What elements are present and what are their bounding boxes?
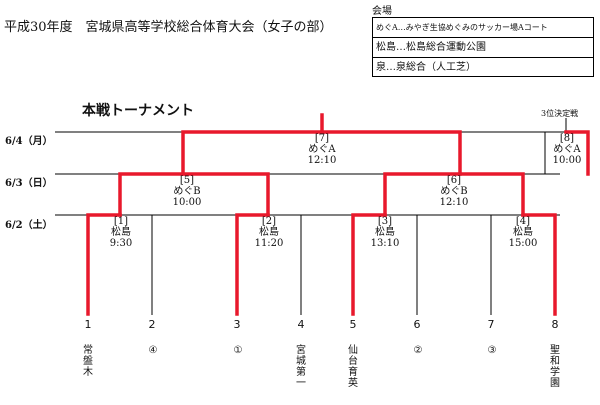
team-name: 宮城第一 <box>296 345 306 389</box>
match-number: [1] <box>113 216 129 227</box>
seed-number: 3 <box>233 318 241 331</box>
team-name: 常盤木 <box>83 345 93 378</box>
winner-path <box>235 213 270 316</box>
winner-path <box>351 213 387 316</box>
section-title: 本戦トーナメント <box>82 103 194 119</box>
date-label: 6/3（日） <box>5 178 53 189</box>
match-label-1: [1] 松島 9:30 <box>98 216 144 249</box>
match-time: 9:30 <box>109 238 133 249</box>
match-label-6: [6] めぐB 12:10 <box>431 175 477 208</box>
seed-number: 2 <box>148 318 156 331</box>
legend-venue: 松島…松島総合運動公園 <box>373 38 593 58</box>
team-name: ③ <box>487 345 497 356</box>
match-time: 10:00 <box>172 197 202 208</box>
seed-number: 4 <box>297 318 305 331</box>
match-label-4: [4] 松島 15:00 <box>500 216 546 249</box>
match-number: [8] <box>559 133 575 144</box>
match-label-8: [8] めぐA 10:00 <box>547 133 587 166</box>
match-number: [4] <box>515 216 531 227</box>
team-name: 仙台育英 <box>348 345 358 389</box>
match-label-2: [2] 松島 11:20 <box>246 216 292 249</box>
winner-path <box>521 213 557 316</box>
match-time: 15:00 <box>508 238 538 249</box>
legend-venue: めぐA…みやぎ生協めぐみのサッカー場Aコート <box>373 18 593 38</box>
team-name: ① <box>233 345 243 356</box>
seed-number: 1 <box>84 318 92 331</box>
match-number: [6] <box>446 175 462 186</box>
match-venue: 松島 <box>375 227 395 238</box>
seed-number: 5 <box>349 318 357 331</box>
winner-path <box>564 130 590 176</box>
third-place-label: 3位決定戦 <box>541 109 579 118</box>
team-name: 聖和学園 <box>550 345 560 389</box>
seed-number: 7 <box>487 318 495 331</box>
match-number: [2] <box>261 216 277 227</box>
legend-venue: 泉…泉総合（人工芝） <box>376 62 476 73</box>
match-venue: めぐA <box>308 144 336 155</box>
match-label-5: [5] めぐB 10:00 <box>164 175 210 208</box>
match-time: 12:10 <box>439 197 469 208</box>
match-venue: 松島 <box>259 227 279 238</box>
match-time: 12:10 <box>307 155 337 166</box>
match-number: [5] <box>179 175 195 186</box>
seed-number: 8 <box>551 318 559 331</box>
team-name: ② <box>413 345 423 356</box>
match-time: 10:00 <box>552 155 582 166</box>
match-time: 13:10 <box>370 238 400 249</box>
match-label-3: [3] 松島 13:10 <box>362 216 408 249</box>
match-number: [7] <box>314 133 330 144</box>
match-venue: めぐA <box>553 144 581 155</box>
team-name: ④ <box>148 345 158 356</box>
date-label: 6/4（月） <box>5 136 53 147</box>
match-venue: めぐB <box>173 186 201 197</box>
match-venue: 松島 <box>111 227 131 238</box>
match-label-7: [7] めぐA 12:10 <box>299 133 345 166</box>
match-time: 11:20 <box>254 238 284 249</box>
venue-legend: めぐA…みやぎ生協めぐみのサッカー場Aコート 松島…松島総合運動公園 泉…泉総合… <box>372 17 594 77</box>
date-label: 6/2（土） <box>5 220 53 231</box>
winner-path <box>383 172 525 217</box>
match-number: [3] <box>377 216 393 227</box>
page-title: 平成30年度 宮城県高等学校総合体育大会（女子の部） <box>4 20 333 35</box>
winner-path <box>86 213 122 316</box>
match-venue: 松島 <box>513 227 533 238</box>
legend-heading: 会場 <box>372 6 392 17</box>
match-venue: めぐB <box>440 186 468 197</box>
seed-number: 6 <box>413 318 421 331</box>
winner-path <box>118 172 270 217</box>
